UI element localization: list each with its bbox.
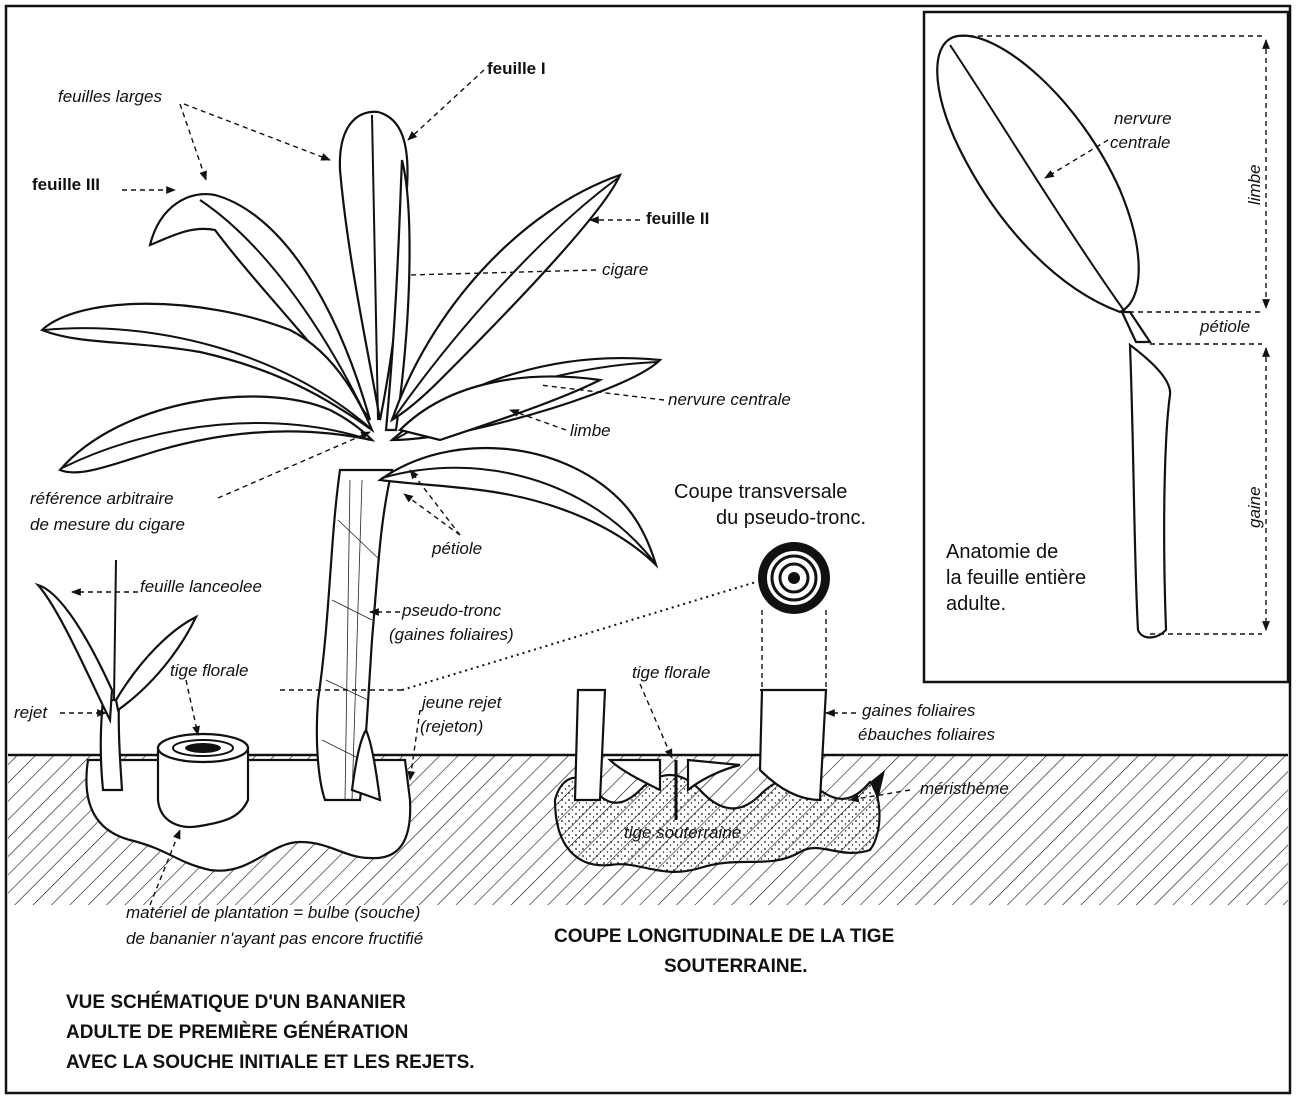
label-tige-florale: tige florale [170, 661, 248, 680]
label-jeune-rejet-line2: (rejeton) [420, 717, 483, 736]
inset-label-petiole: pétiole [1199, 317, 1250, 336]
caption-main-line3: AVEC LA SOUCHE INITIALE ET LES REJETS. [66, 1052, 475, 1073]
label-feuille-iii: feuille III [32, 175, 100, 194]
inset-label-nervure-line2: centrale [1110, 133, 1170, 152]
label-materiel-line2: de bananier n'ayant pas encore fructifié [126, 929, 423, 948]
floral-stem-stump [158, 734, 248, 827]
inset-title-line2: la feuille entière [946, 567, 1086, 589]
label-pseudo-tronc-line1: pseudo-tronc [401, 601, 502, 620]
label-reference-line1: référence arbitraire [30, 489, 174, 508]
inset-title-line3: adulte. [946, 593, 1006, 615]
label-limbe: limbe [570, 421, 611, 440]
label-feuille-ii: feuille II [646, 209, 709, 228]
inset-label-nervure-line1: nervure [1114, 109, 1172, 128]
label-gaines-foliaires: gaines foliaires [862, 701, 976, 720]
label-ebauches-foliaires: ébauches foliaires [858, 725, 996, 744]
cross-section [758, 542, 830, 614]
label-cigare: cigare [602, 260, 648, 279]
inset-label-gaine: gaine [1245, 486, 1264, 528]
label-coupe-transversale-line2: du pseudo-tronc. [716, 507, 866, 529]
label-feuille-lanceolee: feuille lanceolee [140, 577, 262, 596]
inset-title-line1: Anatomie de [946, 541, 1058, 563]
label-reference-line2: de mesure du cigare [30, 515, 185, 534]
label-meristheme: méristhème [920, 779, 1009, 798]
caption-longitudinal-line1: COUPE LONGITUDINALE DE LA TIGE [554, 926, 894, 947]
label-petiole: pétiole [431, 539, 482, 558]
label-tige-souterraine: tige souterraine [624, 823, 741, 842]
label-feuille-i: feuille I [487, 59, 546, 78]
label-pseudo-tronc-line2: (gaines foliaires) [389, 625, 514, 644]
caption-main-line1: VUE SCHÉMATIQUE D'UN BANANIER [66, 991, 406, 1013]
label-nervure-centrale: nervure centrale [668, 390, 791, 409]
label-materiel-line1: matériel de plantation = bulbe (souche) [126, 903, 420, 922]
label-tige-florale-section: tige florale [632, 663, 710, 682]
caption-longitudinal-line2: SOUTERRAINE. [664, 956, 808, 977]
label-coupe-transversale-line1: Coupe transversale [674, 481, 847, 503]
label-jeune-rejet-line1: jeune rejet [420, 693, 503, 712]
caption-main-line2: ADULTE DE PREMIÈRE GÉNÉRATION [66, 1021, 408, 1043]
label-feuilles-larges: feuilles larges [58, 87, 162, 106]
label-rejet: rejet [14, 703, 48, 722]
inset-label-limbe: limbe [1245, 164, 1264, 205]
